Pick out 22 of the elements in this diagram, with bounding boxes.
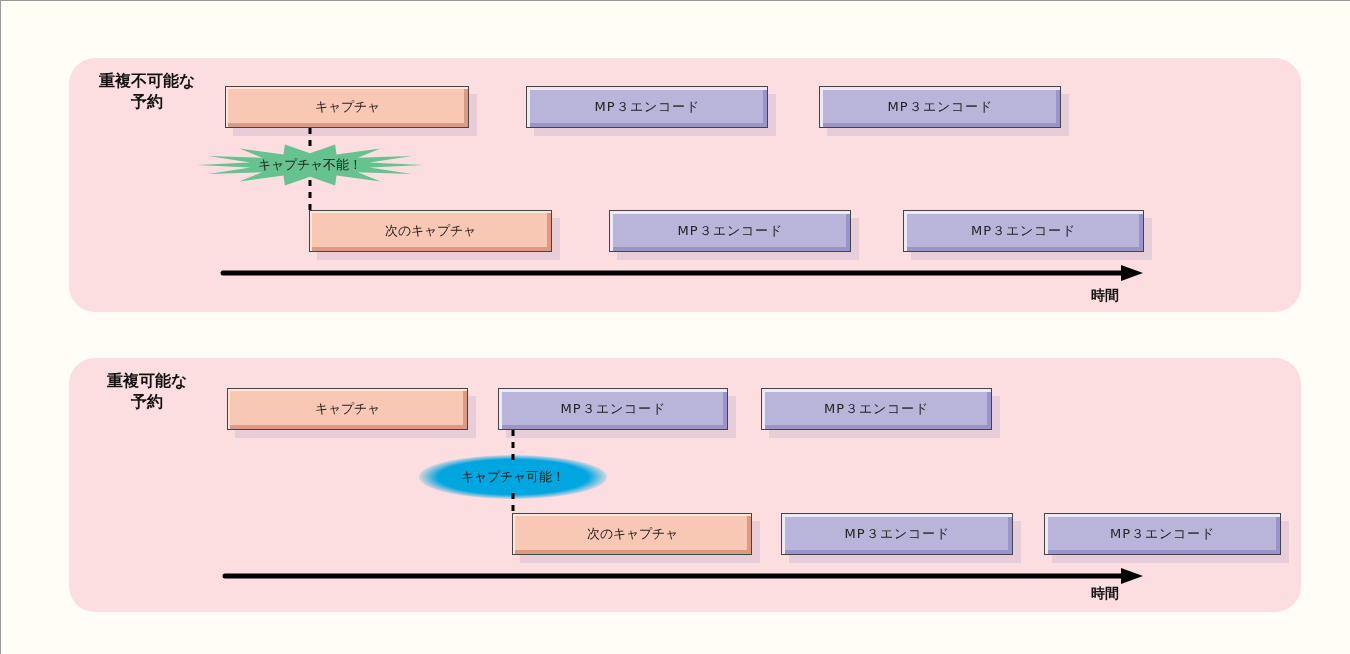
process-box: 次のキャプチャ [309,210,552,252]
process-box: MP３エンコード [498,388,728,430]
process-box: キャプチャ [227,388,468,430]
process-box: MP３エンコード [903,210,1144,252]
process-box: MP３エンコード [609,210,851,252]
process-box: MP３エンコード [761,388,992,430]
process-box: キャプチャ [225,86,469,128]
process-box: MP３エンコード [781,513,1013,555]
oval-callout: キャプチャ可能！ [419,455,607,499]
process-box: MP３エンコード [819,86,1061,128]
group-title: 重複可能な予約 [106,370,188,412]
dashed-connector [511,430,515,461]
process-box: 次のキャプチャ [512,513,752,555]
dashed-connector [511,493,515,513]
process-box: MP３エンコード [526,86,768,128]
process-box: MP３エンコード [1044,513,1281,555]
axis-label: 時間 [1091,287,1119,305]
group-panel [69,58,1301,312]
group-title: 重複不可能な予約 [98,70,196,112]
dashed-connector [308,180,312,210]
axis-label: 時間 [1091,585,1119,603]
group-panel [69,358,1301,612]
